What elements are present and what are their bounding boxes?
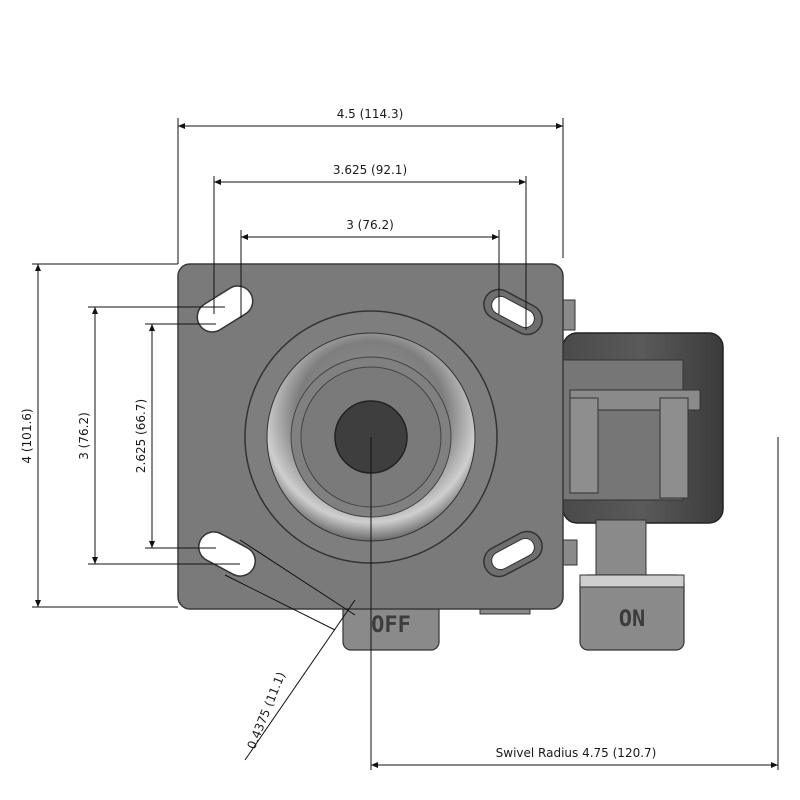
dim-bolt-hole-size: 0.4375 (11.1) [244, 670, 288, 751]
bolt-hole-bottom-right [483, 530, 543, 578]
wheel-side-view [562, 299, 724, 576]
bolt-hole-top-left [196, 285, 254, 333]
brake-on-label: ON [619, 607, 646, 632]
dim-bolt-spacing-outer: 3.625 (92.1) [333, 163, 407, 177]
brake-off-label: OFF [371, 613, 411, 638]
bolt-hole-bottom-left [198, 531, 256, 577]
bolt-hole-top-right [483, 288, 543, 336]
dim-overall-height: 4 (101.6) [20, 408, 34, 463]
brake-pedal-on: ON [579, 574, 685, 651]
dim-overall-width: 4.5 (114.3) [337, 107, 404, 121]
dim-bolt-spacing-inner: 3 (76.2) [346, 218, 394, 232]
dim-vertical-bolt-inner: 2.625 (66.7) [134, 399, 148, 473]
dim-vertical-bolt-outer: 3 (76.2) [77, 412, 91, 460]
dim-swivel-radius: Swivel Radius 4.75 (120.7) [496, 746, 657, 760]
dimension-lines [32, 118, 779, 770]
